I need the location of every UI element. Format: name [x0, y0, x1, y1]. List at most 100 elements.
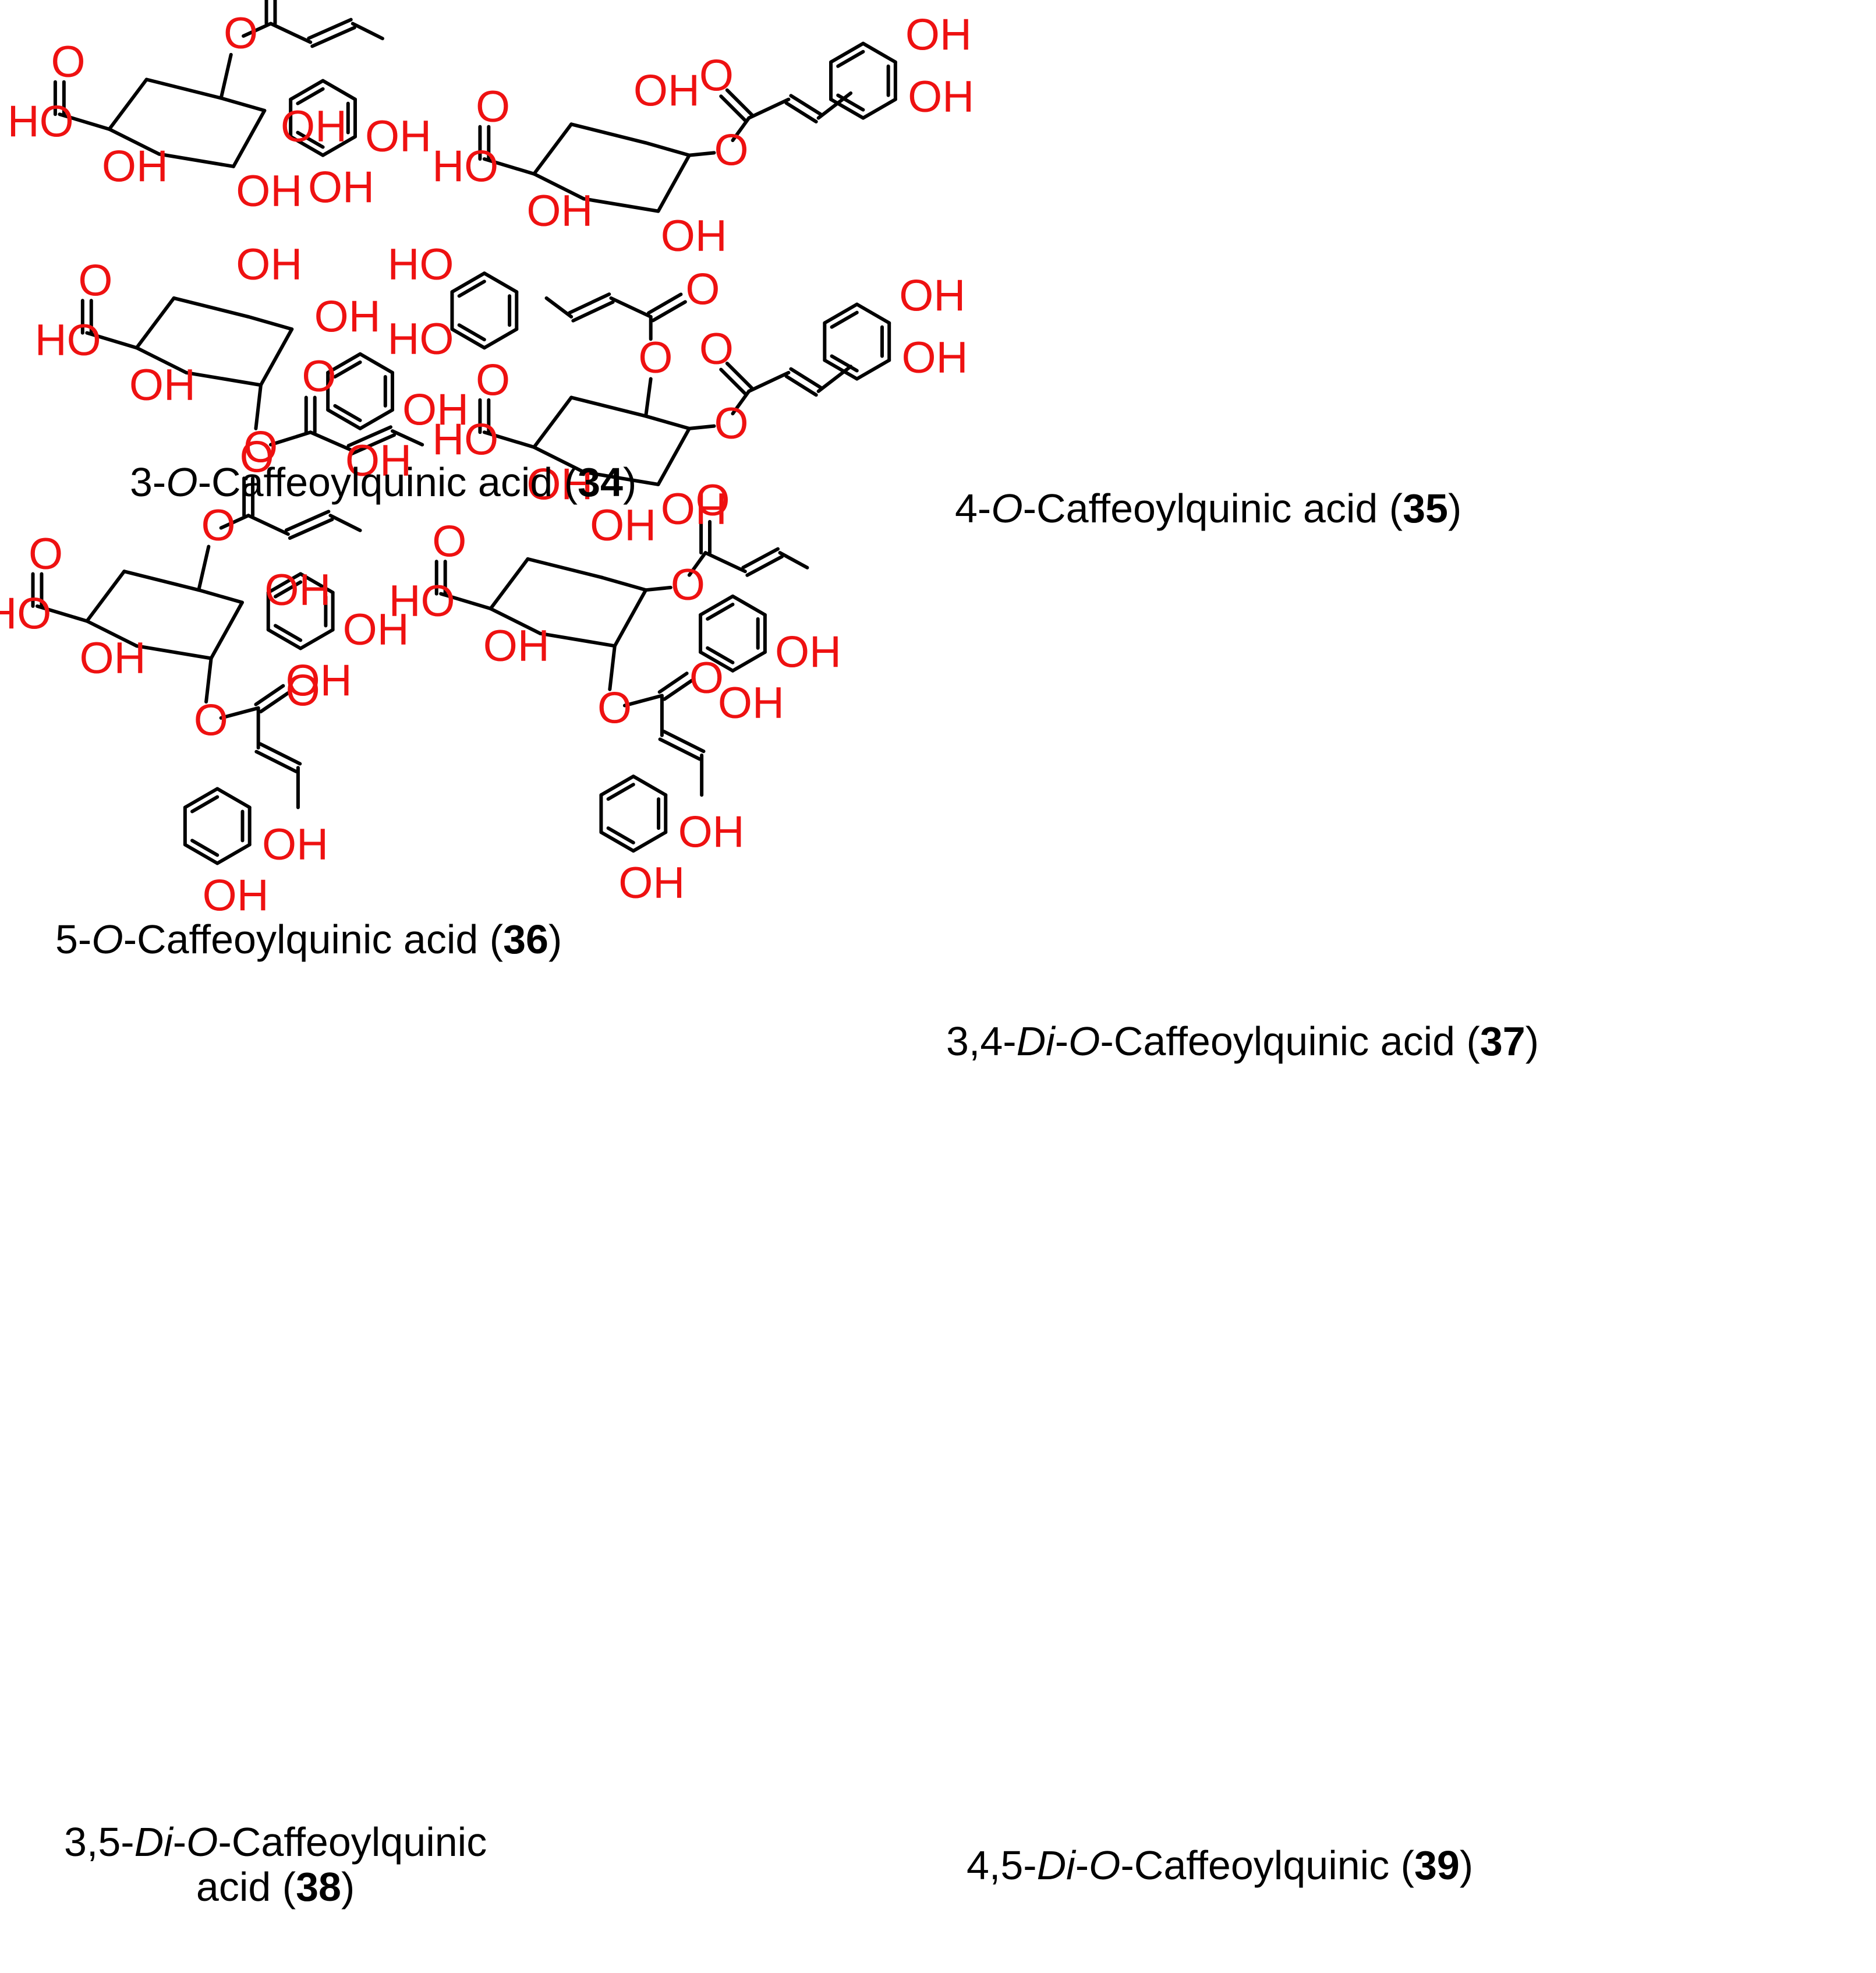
- carboxyl-bond-38: [35, 604, 89, 623]
- ester-bond-34: [219, 52, 233, 100]
- ester-bond-39: [644, 585, 672, 592]
- atom-label-hydroxyl: OH: [902, 333, 968, 383]
- atom-label-oxygen: O: [224, 9, 258, 58]
- atom-label-hydroxyl: OH: [314, 292, 381, 342]
- caption-compound-39: 4,5-Di-O-Caffeoylquinic (39): [967, 1843, 1474, 1888]
- benzene-ring-38b: [215, 843, 252, 865]
- vinyl-double-39: [662, 730, 706, 754]
- atom-label-hydroxyl: OH: [633, 66, 700, 115]
- benzene-ring-35: [829, 41, 865, 64]
- atom-label-oxygen: O: [597, 683, 632, 733]
- carbonyl-bond-37: [651, 300, 687, 323]
- carbonyl-bond-37: [725, 361, 754, 390]
- atom-label-hydroxyl: OH: [908, 72, 974, 122]
- quinic-ring-37: [582, 470, 660, 486]
- benzene-ring-37b: [830, 310, 859, 329]
- benzene-ring-38a: [266, 572, 303, 595]
- quinic-ring-38: [85, 619, 139, 648]
- atom-label-hydroxyl: OH: [286, 656, 352, 705]
- benzene-ring-37a: [450, 327, 486, 350]
- vinyl-double-37: [784, 374, 818, 397]
- atom-label-hydroxyl_left: HO: [432, 415, 498, 465]
- caption-compound-38: 3,5-Di-O-Caffeoylquinic acid (38): [64, 1819, 487, 1910]
- caption-compound-35: 4-O-Caffeoylquinic acid (35): [955, 486, 1462, 531]
- atom-label-hydroxyl: OH: [308, 163, 374, 213]
- ester-bond-39: [687, 551, 707, 577]
- atom-label-oxygen: O: [476, 355, 510, 405]
- quinic-ring-39: [538, 631, 617, 648]
- atom-label-oxygen: O: [194, 696, 228, 745]
- quinic-ring-39: [489, 607, 542, 635]
- ester-bond-34: [242, 22, 272, 38]
- vinyl-double-34: [307, 17, 353, 40]
- atom-label-oxygen: O: [29, 529, 63, 579]
- atom-label-hydroxyl_left: HO: [35, 316, 101, 365]
- ester-bond-36: [268, 430, 313, 447]
- benzene-ring-38b: [183, 843, 220, 865]
- benzene-ring-39b: [631, 830, 668, 853]
- atom-label-oxygen: O: [685, 265, 720, 314]
- benzene-ring-35: [861, 97, 897, 120]
- atom-label-oxygen: O: [286, 666, 320, 716]
- atom-label-oxygen: O: [699, 51, 734, 101]
- atom-label-oxygen: O: [714, 126, 748, 175]
- ester-bond-38: [197, 544, 211, 592]
- benzene-ring-37a: [482, 271, 519, 294]
- carboxyl-bond-34: [58, 112, 111, 131]
- atom-label-oxygen: O: [243, 422, 278, 472]
- benzene-ring-38a: [273, 624, 303, 642]
- quinic-ring-35: [532, 122, 574, 176]
- quinic-ring-36: [184, 370, 263, 387]
- benzene-ring-38b: [215, 787, 252, 809]
- vinyl-double-35: [784, 101, 818, 123]
- vinyl-double-37: [789, 367, 823, 390]
- atom-label-hydroxyl: OH: [264, 565, 331, 615]
- benzene-ring-37b: [855, 358, 891, 381]
- caption-compound-36: 5-O-Caffeoylquinic acid (36): [55, 917, 562, 962]
- benzene-ring-37b: [855, 302, 891, 325]
- benzene-ring-34: [321, 79, 357, 101]
- vinyl-double-35: [789, 94, 823, 116]
- vinyl-bond-35: [747, 97, 791, 120]
- atom-label-hydroxyl: OH: [236, 167, 302, 216]
- quinic-ring-37: [532, 445, 586, 474]
- carboxyl-bond-36: [85, 331, 139, 350]
- benzene-ring-36: [358, 352, 394, 374]
- benzene-ring-38b: [190, 795, 220, 814]
- atom-label-hydroxyl: OH: [102, 142, 168, 191]
- carbonyl-bond-39: [657, 671, 689, 694]
- vinyl-bond-37: [816, 365, 853, 393]
- vinyl-double-37: [568, 292, 611, 315]
- atom-label-oxygen: O: [699, 324, 734, 374]
- atom-label-hydroxyl: OH: [262, 820, 328, 869]
- atom-label-hydroxyl: OH: [203, 871, 269, 920]
- benzene-ring-34: [296, 130, 325, 149]
- ester-bond-35: [687, 151, 716, 157]
- quinic-ring-36: [259, 327, 294, 387]
- benzene-ring-39b: [631, 775, 668, 797]
- atom-label-hydroxyl_left: HO: [388, 314, 454, 364]
- benzene-ring-39a: [706, 646, 735, 664]
- benzene-ring-36: [333, 360, 362, 379]
- benzene-ring-34: [321, 135, 357, 157]
- carboxyl-bond-39: [439, 592, 493, 611]
- benzene-ring-38b: [183, 787, 220, 809]
- benzene-ring-37a: [450, 271, 486, 294]
- vinyl-bond-34: [268, 22, 313, 44]
- benzene-ring-37b: [823, 358, 859, 381]
- benzene-ring-37b: [830, 354, 859, 373]
- benzene-ring-34: [296, 87, 325, 105]
- atom-label-hydroxyl_left: HO: [0, 589, 51, 638]
- quinic-ring-37: [569, 395, 648, 418]
- atom-label-hydroxyl: OH: [343, 605, 409, 655]
- quinic-ring-35: [644, 141, 691, 157]
- ester-bond-36: [254, 383, 263, 430]
- vinyl-bond-37: [544, 296, 574, 319]
- quinic-ring-38: [134, 644, 213, 660]
- carbonyl-bond-38: [254, 684, 285, 706]
- quinic-ring-38: [122, 570, 201, 592]
- ester-bond-38: [219, 514, 250, 530]
- atom-label-oxygen: O: [476, 82, 510, 132]
- atom-label-hydroxyl: OH: [483, 621, 550, 671]
